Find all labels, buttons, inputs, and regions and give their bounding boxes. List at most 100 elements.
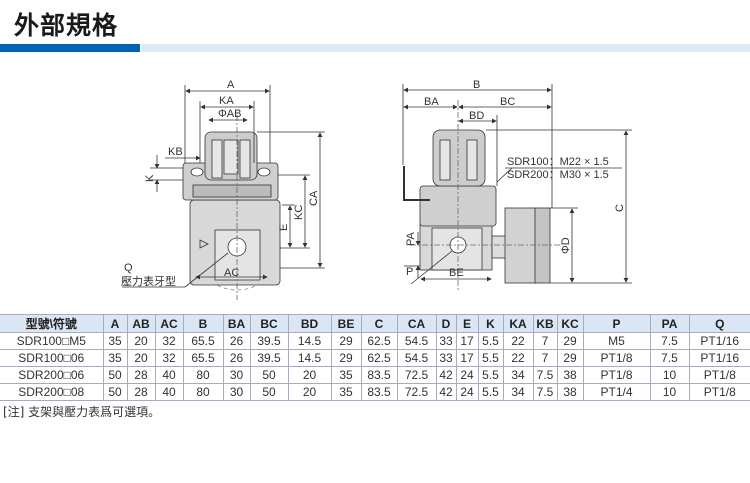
column-header: KC — [556, 314, 583, 333]
value-cell: 7.5 — [532, 383, 557, 401]
value-cell: 7 — [532, 349, 557, 367]
value-cell: 20 — [126, 349, 155, 367]
value-cell: 50 — [249, 383, 288, 401]
value-cell: 5.5 — [477, 366, 503, 384]
column-header: 型號\符號 — [0, 314, 103, 333]
column-header: PA — [649, 314, 689, 333]
gauge-thread-label: 壓力表牙型 — [121, 274, 176, 288]
value-cell: 20 — [126, 332, 155, 350]
value-cell: PT1/8 — [688, 366, 750, 384]
value-cell: 39.5 — [249, 349, 288, 367]
value-cell: 7.5 — [649, 332, 689, 350]
thread-spec-sdr200: SDR200：M30 × 1.5 — [507, 169, 609, 181]
value-cell: 38 — [556, 366, 583, 384]
value-cell: 20 — [287, 383, 331, 401]
value-cell: 35 — [330, 383, 361, 401]
dim-b-label: B — [473, 79, 480, 91]
column-header: D — [435, 314, 456, 333]
value-cell: 32 — [154, 332, 183, 350]
value-cell: 35 — [102, 332, 127, 350]
value-cell: 20 — [287, 366, 331, 384]
value-cell: 5.5 — [477, 349, 503, 367]
value-cell: 33 — [435, 332, 456, 350]
value-cell: 29 — [330, 349, 361, 367]
column-header: CA — [396, 314, 436, 333]
value-cell: 40 — [154, 366, 183, 384]
value-cell: 65.5 — [182, 332, 223, 350]
value-cell: 29 — [556, 332, 583, 350]
value-cell: PT1/8 — [688, 383, 750, 401]
column-header: KB — [532, 314, 557, 333]
value-cell: 30 — [222, 366, 250, 384]
model-cell: SDR100□06 — [0, 349, 103, 367]
column-header: E — [455, 314, 478, 333]
dim-bc-label: BC — [500, 96, 515, 108]
value-cell: 7.5 — [649, 349, 689, 367]
value-cell: 33 — [435, 349, 456, 367]
value-cell: 80 — [182, 383, 223, 401]
value-cell: M5 — [582, 332, 650, 350]
value-cell: 50 — [102, 366, 127, 384]
value-cell: 72.5 — [396, 383, 436, 401]
column-header: P — [582, 314, 650, 333]
dim-q-label: Q — [124, 262, 133, 274]
value-cell: 42 — [435, 366, 456, 384]
footnote: [注] 支架與壓力表爲可選項。 — [3, 405, 161, 419]
model-cell: SDR200□06 — [0, 366, 103, 384]
value-cell: 62.5 — [360, 332, 397, 350]
value-cell: 83.5 — [360, 383, 397, 401]
column-header: BD — [287, 314, 331, 333]
thread-spec-sdr100: SDR100：M22 × 1.5 — [507, 156, 609, 168]
dim-ka-label: KA — [219, 95, 234, 107]
value-cell: 28 — [126, 366, 155, 384]
value-cell: PT1/4 — [582, 383, 650, 401]
value-cell: PT1/16 — [688, 332, 750, 350]
model-cell: SDR200□08 — [0, 383, 103, 401]
value-cell: PT1/8 — [582, 349, 650, 367]
dim-p-label: P — [406, 266, 413, 278]
value-cell: 5.5 — [477, 383, 503, 401]
value-cell: 14.5 — [287, 332, 331, 350]
dim-ba-label: BA — [424, 96, 439, 108]
column-header: KA — [502, 314, 533, 333]
value-cell: 14.5 — [287, 349, 331, 367]
value-cell: 54.5 — [396, 349, 436, 367]
value-cell: 40 — [154, 383, 183, 401]
dim-bd-label: BD — [469, 110, 484, 122]
value-cell: 62.5 — [360, 349, 397, 367]
dimension-drawings: A KA ΦAB KB K CA KC E AC Q 壓力表牙型 B BA BC… — [121, 79, 632, 300]
dim-d-label: ΦD — [560, 237, 572, 254]
dim-c-label: C — [614, 204, 626, 212]
title-underline — [141, 44, 750, 52]
value-cell: 5.5 — [477, 332, 503, 350]
value-cell: 50 — [102, 383, 127, 401]
value-cell: 26 — [222, 332, 250, 350]
column-header: A — [102, 314, 127, 333]
value-cell: 7.5 — [532, 366, 557, 384]
column-header: BE — [330, 314, 361, 333]
page-title: 外部規格 — [14, 11, 119, 40]
dim-kc-label: KC — [293, 205, 305, 220]
value-cell: 17 — [455, 349, 478, 367]
value-cell: 35 — [330, 366, 361, 384]
column-header: B — [182, 314, 223, 333]
value-cell: PT1/16 — [688, 349, 750, 367]
value-cell: 80 — [182, 366, 223, 384]
value-cell: 24 — [455, 383, 478, 401]
dim-k-label: K — [144, 174, 156, 182]
value-cell: 32 — [154, 349, 183, 367]
value-cell: 34 — [502, 383, 533, 401]
dim-ab-label: ΦAB — [218, 108, 241, 120]
column-header: AC — [154, 314, 183, 333]
column-header: C — [360, 314, 397, 333]
value-cell: PT1/8 — [582, 366, 650, 384]
value-cell: 29 — [330, 332, 361, 350]
value-cell: 83.5 — [360, 366, 397, 384]
dim-be-label: BE — [449, 267, 464, 279]
value-cell: 39.5 — [249, 332, 288, 350]
